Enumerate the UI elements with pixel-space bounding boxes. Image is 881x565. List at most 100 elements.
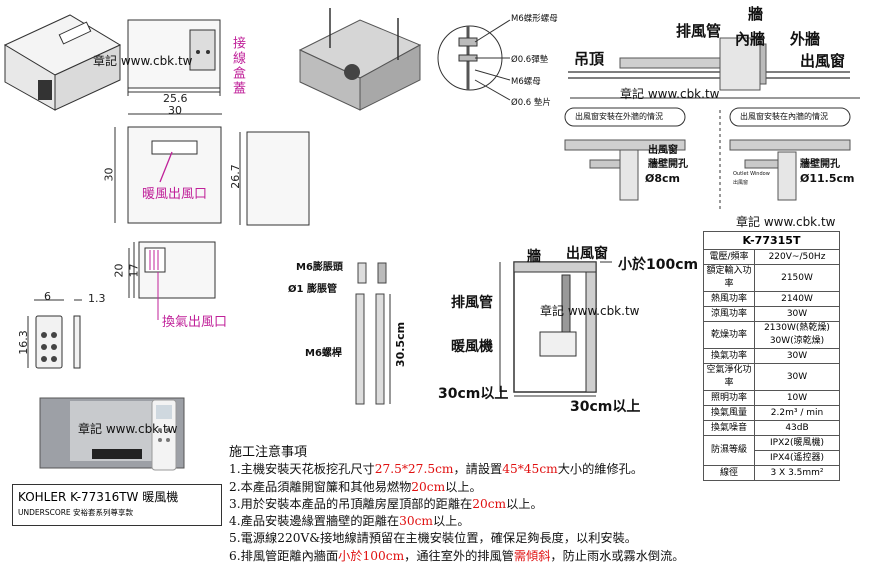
- warm-outlet-label: 暖風出風口: [142, 187, 208, 202]
- spec-key: 換氣功率: [703, 348, 755, 364]
- note-highlight: 27.5*27.5cm: [374, 462, 454, 477]
- junction-box-label: 接線盒蓋: [230, 36, 245, 96]
- outer-vent-window: 出風窗: [648, 145, 678, 156]
- watermark-1: 章記 www.cbk.tw: [93, 54, 193, 68]
- watermark-photo: 章記 www.cbk.tw: [78, 422, 178, 436]
- dim-front-width: 30: [168, 104, 182, 117]
- nut-label: M6螺母: [511, 77, 541, 87]
- note-item: 2.本產品須離開窗簾和其他易燃物20cm以上。: [229, 479, 684, 496]
- exhaust-pipe-label: 排風管: [676, 22, 722, 40]
- dim-remote-depth: 1.3: [88, 292, 106, 305]
- note-highlight: 20cm: [472, 496, 507, 511]
- watermark-4: 章記 www.cbk.tw: [736, 215, 836, 229]
- notes-heading: 施工注意事項: [229, 445, 308, 460]
- spec-key: 空氣淨化功率: [703, 363, 755, 391]
- spring-washer-label: Ø0.6彈墊: [511, 55, 549, 65]
- dim-front-height: 30: [102, 167, 116, 182]
- note-text: 以上。: [432, 514, 470, 529]
- note-text: ，請設置: [453, 462, 503, 477]
- spec-key: 換氣風量: [703, 405, 755, 421]
- install-notes: 施工注意事項 1.主機安裝天花板挖孔尺寸27.5*27.5cm，請設置45*45…: [229, 444, 684, 565]
- dim-side-height: 26.7: [228, 164, 242, 189]
- dim-remote-width: 6: [44, 290, 51, 303]
- ceiling-label: 吊頂: [574, 50, 605, 68]
- brand-subtitle: UNDERSCORE 安裕套系列尊享款: [18, 508, 134, 517]
- case-inner-label: 出風窗安裝在內牆的情況: [740, 112, 828, 121]
- rod-length: 30.5cm: [394, 321, 408, 368]
- note-item: 5.電源線220V&接地線請預留在主機安裝位置，確保足夠長度，以利安裝。: [229, 530, 684, 547]
- note-text: 大小的維修孔。: [557, 462, 644, 477]
- outer-wall-label: 外牆: [790, 30, 821, 48]
- note-highlight: 30cm: [399, 514, 433, 529]
- spec-value: IPX4(遙控器): [754, 450, 840, 466]
- watermark-3: 章記 www.cbk.tw: [540, 304, 640, 318]
- spec-value: 2.2m³ / min: [754, 405, 840, 421]
- spec-value: 10W: [754, 390, 840, 406]
- note-text: ，通往室外的排風管: [404, 548, 514, 563]
- spec-key: 涼風功率: [703, 306, 755, 322]
- spec-value: 220V~/50Hz: [754, 249, 840, 265]
- note-text: 4.產品安裝邊緣置牆壁的距離在: [229, 514, 400, 529]
- spec-value: IPX2(暖風機): [754, 435, 840, 451]
- spec-key: 電壓/頻率: [703, 249, 755, 265]
- install-exhaust-label: 排風管: [451, 295, 493, 311]
- note-item: 3.用於安裝本產品的吊頂離房屋頂部的距離在20cm以上。: [229, 496, 684, 513]
- note-highlight: 小於100cm: [338, 548, 405, 563]
- note-text: 2.本產品須離開窗簾和其他易燃物: [229, 479, 412, 494]
- spec-value: 2130W(熱乾燥) 30W(涼乾燥): [754, 321, 840, 349]
- spec-key: 線徑: [703, 465, 755, 481]
- inner-wall-label: 內牆: [735, 30, 766, 48]
- note-text: 以上。: [506, 496, 543, 511]
- note-text: 1.主機安裝天花板挖孔尺寸: [229, 462, 375, 477]
- inner-hole-size: Ø11.5cm: [800, 172, 855, 185]
- note-highlight: 20cm: [411, 479, 446, 494]
- spec-key: 換氣噪音: [703, 420, 755, 436]
- note-text: 5.電源線220V&接地線請預留在主機安裝位置，確保足夠長度，以利安裝。: [229, 531, 637, 546]
- vent-window-label: 出風窗: [800, 52, 846, 70]
- note-highlight: 45*45cm: [502, 462, 558, 477]
- max-distance-label: 小於100cm: [618, 257, 699, 273]
- expansion-head-label: M6膨脹頭: [296, 262, 343, 273]
- outlet-window-small: 出風窗: [733, 180, 749, 186]
- install-wall-label: 牆: [527, 249, 541, 265]
- note-highlight: 需傾斜: [513, 548, 551, 563]
- inner-wall-hole: 牆壁開孔: [800, 159, 840, 170]
- outer-wall-hole: 牆壁開孔: [648, 159, 688, 170]
- watermark-2: 章記 www.cbk.tw: [620, 87, 720, 101]
- clear-left-label: 30cm以上: [438, 386, 509, 402]
- flat-washer-label: Ø0.6 墊片: [511, 98, 551, 108]
- brand-title: KOHLER K-77316TW 暖風機: [18, 490, 179, 504]
- spec-value: 43dB: [754, 420, 840, 436]
- note-item: 1.主機安裝天花板挖孔尺寸27.5*27.5cm，請設置45*45cm大小的維修…: [229, 461, 684, 478]
- note-text: 3.用於安裝本產品的吊頂離房屋頂部的距離在: [229, 496, 473, 511]
- outlet-window-en: Outlet Window: [733, 171, 770, 177]
- clear-bottom-label: 30cm以上: [570, 399, 641, 415]
- spec-value: 30W: [754, 363, 840, 391]
- spec-model: K-77315T: [703, 231, 840, 250]
- note-item: 6.排風管距離內牆面小於100cm，通往室外的排風管需傾斜，防止雨水或霧水倒流。: [229, 548, 684, 565]
- brand-box: KOHLER K-77316TW 暖風機 UNDERSCORE 安裕套系列尊享款: [12, 484, 222, 526]
- screw-label: M6蝶形螺母: [511, 14, 558, 24]
- spec-value: 2150W: [754, 264, 840, 292]
- spec-row: IPX4(遙控器): [704, 450, 840, 466]
- spec-value: 30W: [754, 306, 840, 322]
- dim-bottom-inner: 17: [127, 263, 141, 278]
- wall-label: 牆: [748, 5, 764, 23]
- note-text: 以上。: [445, 479, 482, 494]
- spec-value: 3 X 3.5mm²: [754, 465, 840, 481]
- spec-key: 熱風功率: [703, 291, 755, 307]
- spec-key: 照明功率: [703, 390, 755, 406]
- note-text: 6.排風管距離內牆面: [229, 548, 339, 563]
- outer-hole-size: Ø8cm: [645, 172, 680, 185]
